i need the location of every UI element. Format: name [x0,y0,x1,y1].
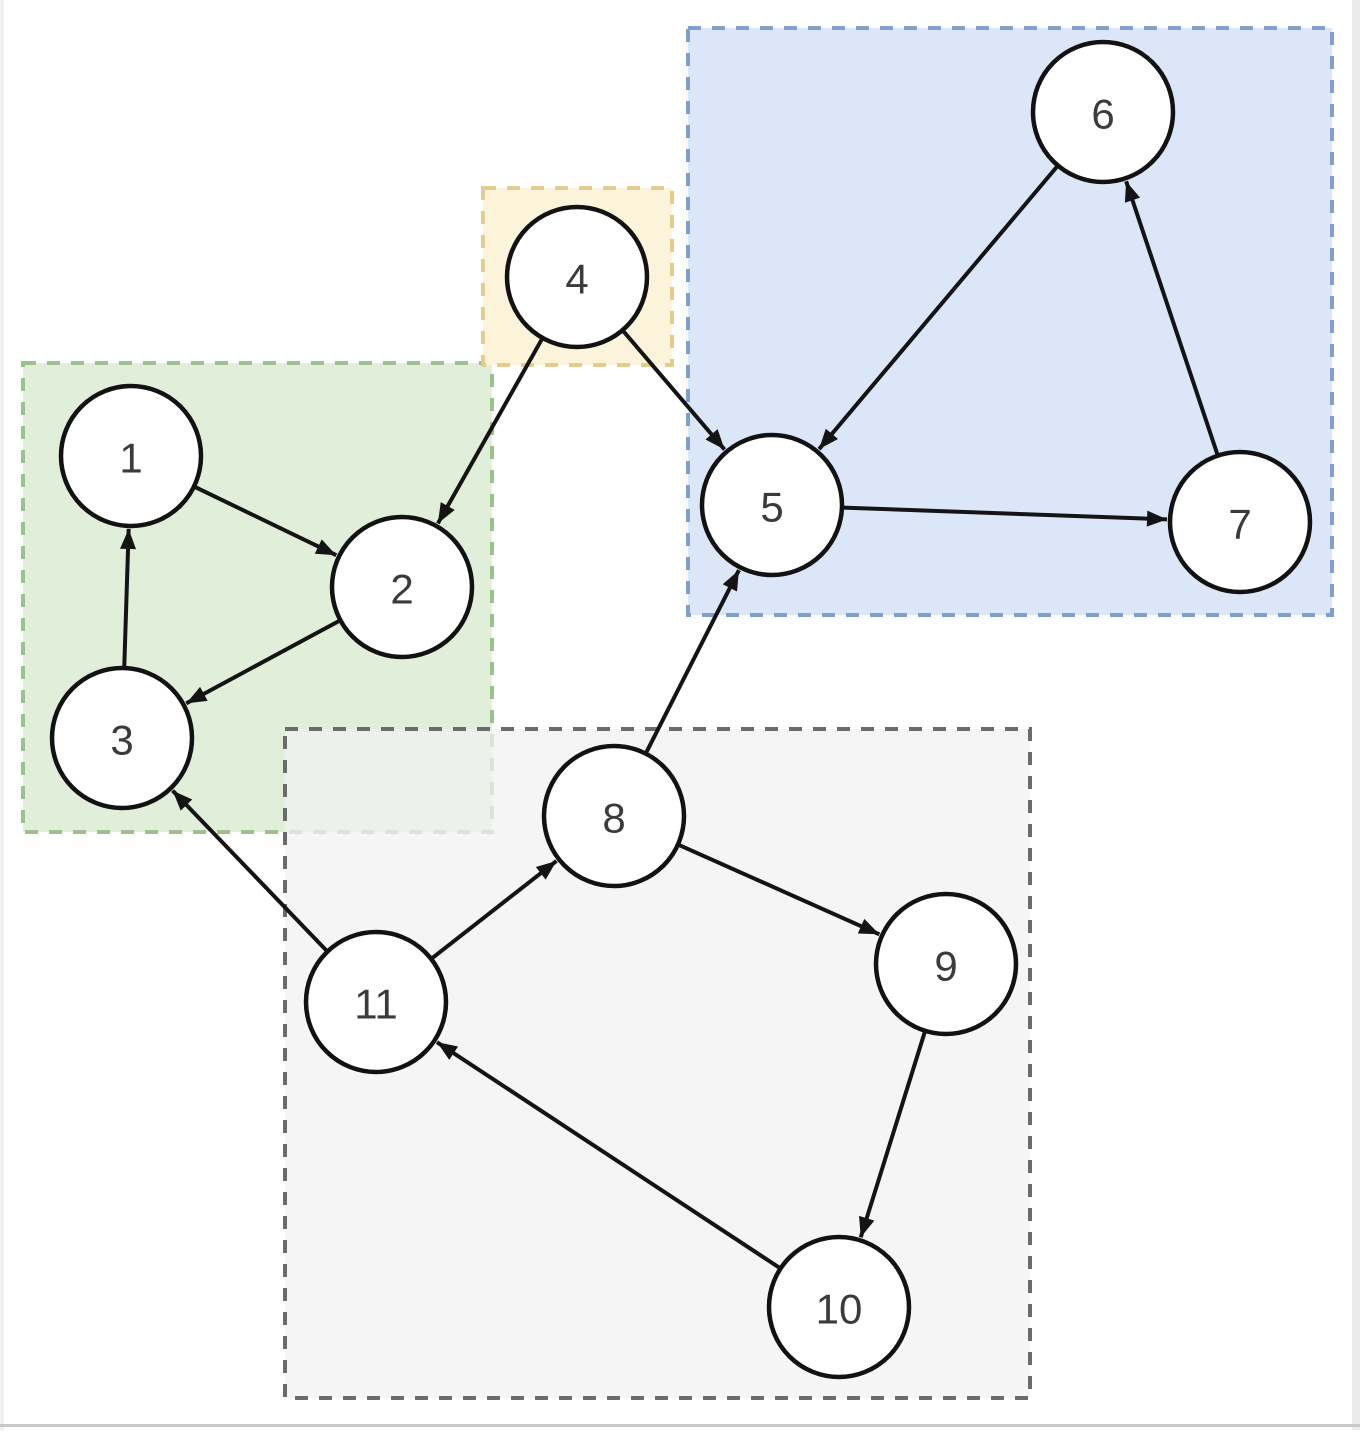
node-circle-10[interactable] [766,1234,912,1380]
edge-2-to-3[interactable] [185,618,341,706]
node-7[interactable]: 7 [1167,449,1313,595]
node-circle-9[interactable] [873,891,1019,1037]
node-label-3: 3 [110,717,133,764]
node-1[interactable]: 1 [58,383,204,529]
node-label-8: 8 [602,795,625,842]
node-circle-2[interactable] [329,514,475,660]
node-2[interactable]: 2 [329,514,475,660]
edge-7-to-6[interactable] [1124,180,1220,456]
node-9[interactable]: 9 [873,891,1019,1037]
node-label-2: 2 [390,566,413,613]
node-circle-4[interactable] [504,204,650,350]
edge-9-to-10[interactable] [858,1031,927,1238]
node-circle-6[interactable] [1030,39,1176,185]
node-label-10: 10 [816,1286,863,1333]
edge-8-to-9[interactable] [678,843,881,937]
node-circle-11[interactable] [303,929,449,1075]
edge-4-to-2[interactable] [436,337,544,525]
window-edge-left [0,0,4,1430]
node-label-4: 4 [565,256,588,303]
edge-4-to-5[interactable] [621,329,727,451]
node-11[interactable]: 11 [303,929,449,1075]
edge-11-to-8[interactable] [430,859,558,960]
node-10[interactable]: 10 [766,1234,912,1380]
node-6[interactable]: 6 [1030,39,1176,185]
node-4[interactable]: 4 [504,204,650,350]
edge-1-to-2[interactable] [194,485,338,558]
node-label-5: 5 [760,484,783,531]
node-circle-1[interactable] [58,383,204,529]
edge-6-to-5[interactable] [817,165,1059,451]
vertical-scrollbar[interactable] [1352,0,1360,1430]
edge-11-to-3[interactable] [171,789,329,953]
node-circle-3[interactable] [49,665,195,811]
edge-5-to-7[interactable] [842,505,1168,527]
node-circle-5[interactable] [699,432,845,578]
node-circle-7[interactable] [1167,449,1313,595]
node-5[interactable]: 5 [699,432,845,578]
node-label-7: 7 [1228,501,1251,548]
node-label-1: 1 [119,435,142,482]
node-3[interactable]: 3 [49,665,195,811]
node-8[interactable]: 8 [541,743,687,889]
node-label-11: 11 [354,981,398,1028]
edge-10-to-11[interactable] [435,1040,781,1270]
edge-8-to-5[interactable] [644,569,741,754]
node-label-6: 6 [1091,91,1114,138]
horizontal-scrollbar[interactable] [0,1424,1360,1427]
node-circle-8[interactable] [541,743,687,889]
node-label-9: 9 [934,943,957,990]
edge-3-to-1[interactable] [120,528,137,668]
